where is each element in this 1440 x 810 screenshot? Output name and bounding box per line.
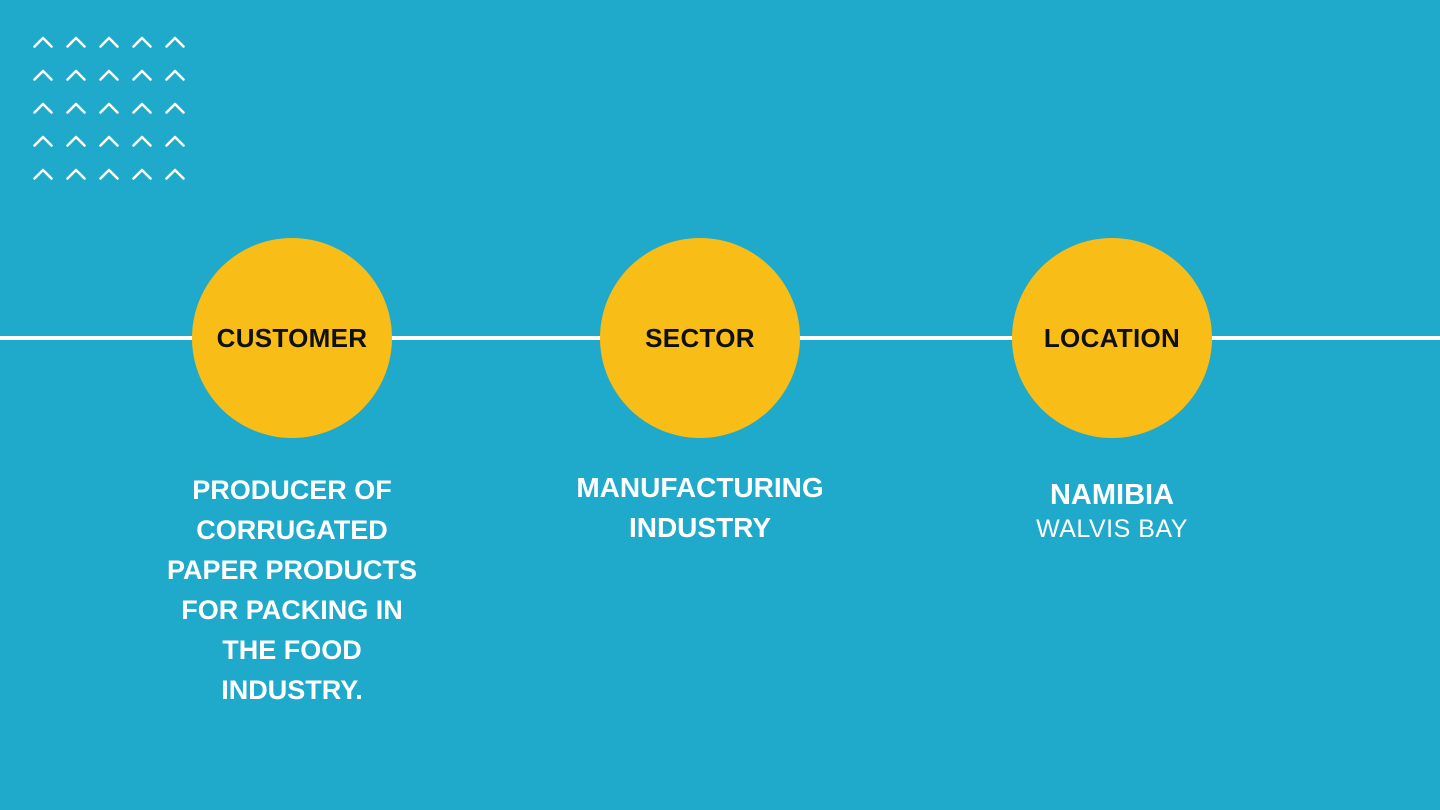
chevron-up-icon (99, 168, 119, 180)
chevron-up-icon (99, 36, 119, 48)
chevron-up-icon (66, 102, 86, 114)
chevron-up-icon (33, 168, 53, 180)
chevron-up-icon (66, 69, 86, 81)
chevron-up-icon (132, 36, 152, 48)
chevron-up-icon (33, 135, 53, 147)
chevron-up-icon (66, 168, 86, 180)
chevron-up-icon (99, 69, 119, 81)
chevron-pattern (33, 36, 185, 180)
circle-label-customer: CUSTOMER (216, 322, 368, 353)
description-location: NAMIBIA (1049, 479, 1175, 511)
chevron-up-icon (132, 69, 152, 81)
chevron-up-icon (165, 69, 185, 81)
circle-label-location: LOCATION (1043, 322, 1181, 353)
chevron-up-icon (132, 168, 152, 180)
chevron-up-icon (33, 36, 53, 48)
chevron-up-icon (33, 102, 53, 114)
circle-location: LOCATION (1012, 238, 1212, 438)
chevron-up-icon (165, 36, 185, 48)
description-sector: MANUFACTURING INDUSTRY (576, 472, 824, 543)
chevron-up-icon (99, 102, 119, 114)
chevron-up-icon (165, 102, 185, 114)
chevron-up-icon (165, 168, 185, 180)
chevron-up-icon (132, 135, 152, 147)
chevron-up-icon (66, 135, 86, 147)
chevron-up-icon (66, 36, 86, 48)
chevron-up-icon (33, 69, 53, 81)
circle-sector: SECTOR (600, 238, 800, 438)
subdescription-location: WALVIS BAY (1036, 515, 1188, 543)
description-customer: PRODUCER OF CORRUGATED PAPER PRODUCTS FO… (166, 475, 418, 705)
circle-customer: CUSTOMER (192, 238, 392, 438)
chevron-up-icon (165, 135, 185, 147)
circle-label-sector: SECTOR (645, 322, 755, 353)
chevron-up-icon (132, 102, 152, 114)
chevron-up-icon (99, 135, 119, 147)
